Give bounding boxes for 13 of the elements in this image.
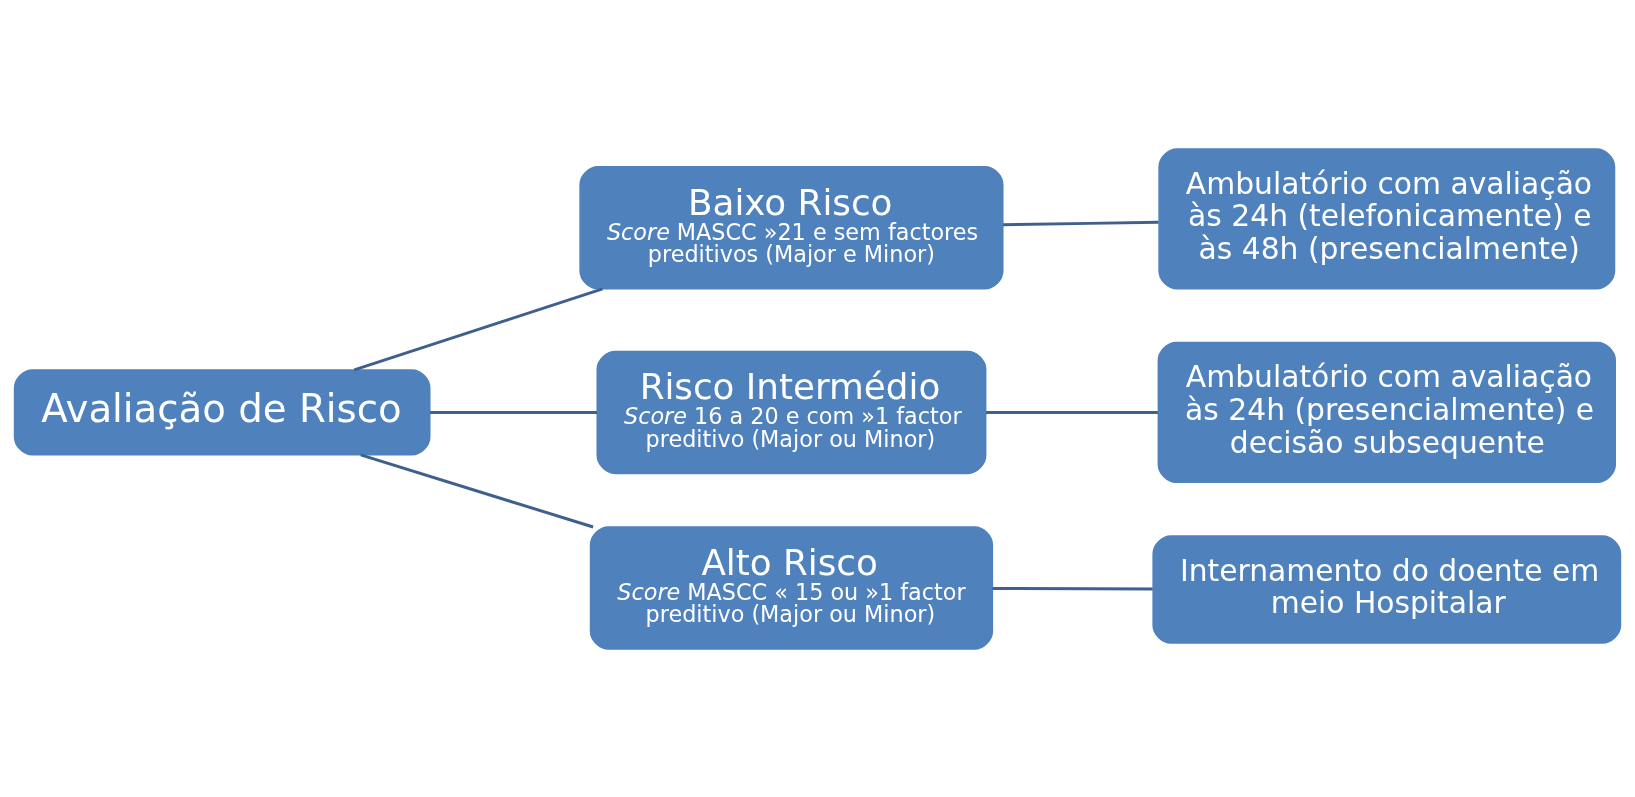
node-box: Ambulatório com avaliação às 24h (presencialmente) e decisão subsequente: [1157, 341, 1616, 483]
connector: [992, 586, 1153, 590]
connector: [353, 287, 603, 371]
node-box: Ambulatório com avaliação às 24h (telefonicamente) e às 48h (presencialmente): [1158, 147, 1616, 290]
node-box: Alto Risco Score MASCC « 15 ou »1 factor preditivo (Major ou Minor): [589, 525, 994, 650]
node-box: Avaliação de Risco: [13, 368, 431, 456]
connector: [430, 410, 598, 414]
connector: [360, 452, 594, 528]
node-box: Risco Intermédio Score 16 a 20 e com »1 factor preditivo (Major ou Minor): [596, 350, 987, 474]
node-box: Baixo Risco Score MASCC »21 e sem factores preditivos (Major e Minor): [579, 165, 1004, 290]
connector: [1003, 220, 1159, 226]
connector: [986, 410, 1158, 414]
node-box: Internamento do doente em meio Hospitalar: [1152, 534, 1622, 644]
